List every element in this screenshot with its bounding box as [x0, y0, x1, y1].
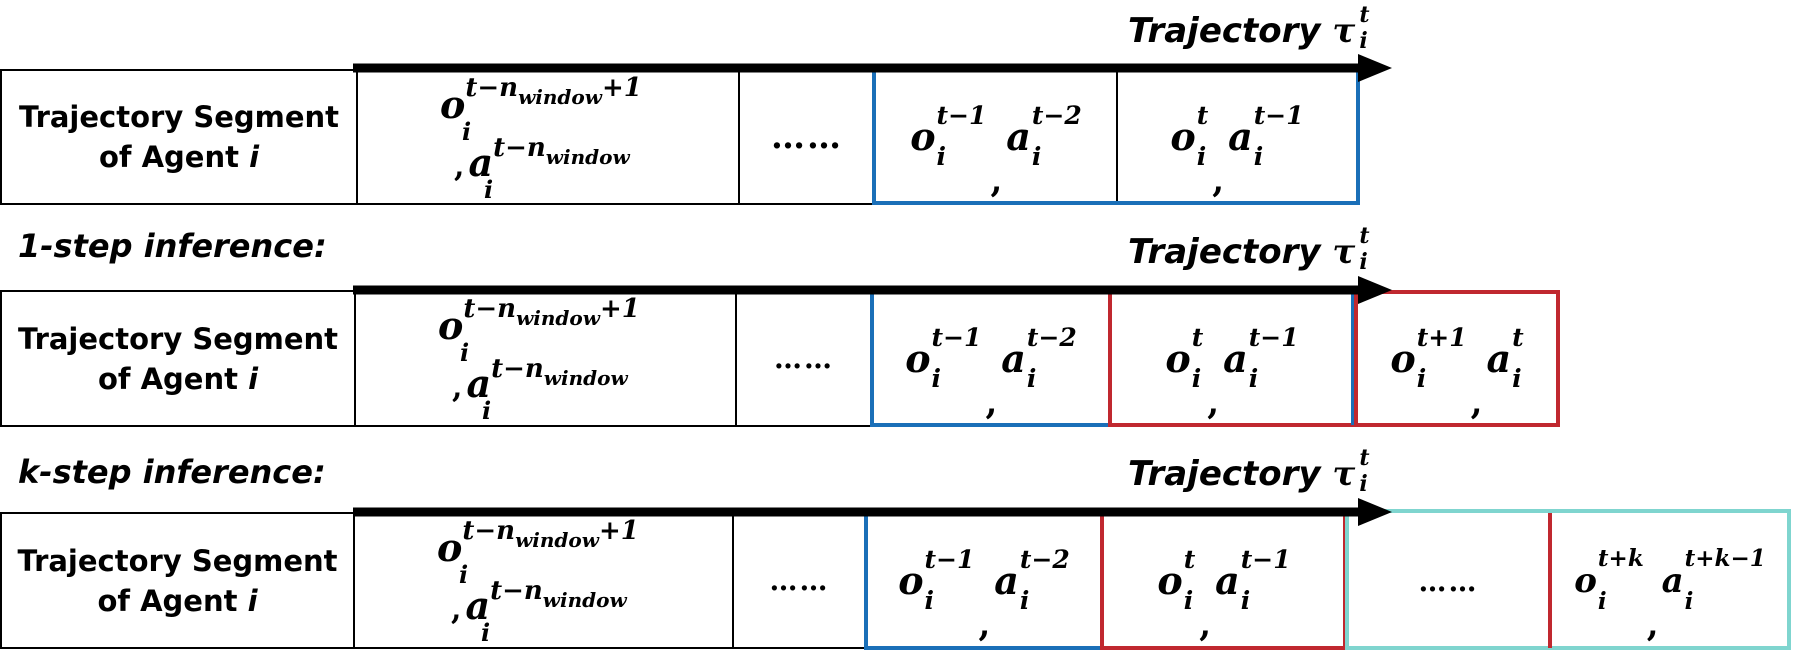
dots-cell-row-1: ……	[771, 117, 843, 157]
window-cell-row-1: ot−nwindow+1 i ,at−nwindow i	[440, 73, 642, 204]
inferred-box-2b	[1354, 290, 1560, 427]
section-title-k-step: k-step inference:	[18, 453, 326, 491]
segment-label-row-1: Trajectory Segment of Agent i	[18, 100, 340, 174]
dots-cell-row-2: ……	[774, 342, 834, 375]
segment-label-row-3: Trajectory Segment of Agent i	[17, 543, 338, 618]
section-title-1-step: 1-step inference:	[18, 227, 327, 265]
multi-step-box-3	[1345, 509, 1791, 650]
row-3-arrow	[353, 498, 1392, 526]
window-cell-row-2: ot−nwindow+1 i ,at−nwindow i	[438, 294, 640, 425]
row-3-frame	[0, 509, 1791, 650]
row-1-arrow	[353, 54, 1392, 82]
dots-cell-row-3: ……	[769, 564, 830, 597]
window-cell-row-3: ot−nwindow+1 i ,at−nwindow i	[437, 516, 639, 647]
dots-cell-row-3-future: ……	[1418, 564, 1479, 598]
row-2-arrow	[353, 276, 1392, 304]
segment-label-row-2: Trajectory Segment of Agent i	[17, 321, 339, 396]
